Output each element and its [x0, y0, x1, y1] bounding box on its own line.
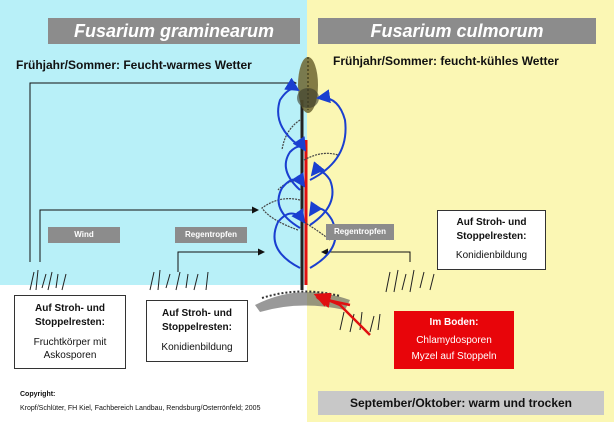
soil-infection-arrows [313, 292, 371, 336]
right-conidia-text: Konidienbildung [455, 250, 528, 261]
copyright-label: Copyright: [20, 391, 56, 398]
soil-info-box: Im Boden: Chlamydosporen Myzel auf Stopp… [394, 311, 514, 369]
soil-line-2: Myzel auf Stoppeln [411, 351, 497, 362]
ascospore-heading-2: Stoppelresten: [34, 317, 105, 328]
wind-label: Wind [48, 227, 120, 243]
stubble-soil [339, 311, 381, 333]
left-rain-label: Regentropfen [175, 227, 247, 243]
splash-dispersal-arrows [273, 77, 347, 269]
right-conidia-info-box: Auf Stroh- und Stoppelresten: Konidienbi… [437, 210, 546, 270]
wheat-ear [297, 57, 319, 113]
left-rain-arrow [177, 248, 265, 272]
right-rain-label: Regentropfen [326, 224, 394, 240]
left-season-label: Frühjahr/Sommer: Feucht-warmes Wetter [16, 58, 252, 72]
ascospore-info-box: Auf Stroh- und Stoppelresten: Fruchtkörp… [14, 295, 126, 369]
ascospore-arrow-to-ear [29, 79, 297, 262]
wind-arrow [39, 206, 259, 262]
soil-heading: Im Boden: [429, 317, 479, 328]
stubble-right [385, 269, 435, 293]
left-title: Fusarium graminearum [48, 18, 300, 44]
stubble-left [29, 269, 67, 291]
right-rain-arrow [321, 248, 411, 262]
ascospore-text-1: Fruchtkörper mit [33, 337, 107, 348]
left-conidia-heading-1: Auf Stroh- und [162, 308, 232, 319]
left-conidia-info-box: Auf Stroh- und Stoppelresten: Konidienbi… [146, 300, 248, 362]
soil-line-1: Chlamydosporen [416, 335, 492, 346]
left-conidia-text: Konidienbildung [161, 342, 233, 353]
copyright-text: Kropf/Schlüter, FH Kiel, Fachbereich Lan… [20, 405, 261, 412]
right-conidia-heading-1: Auf Stroh- und [456, 217, 527, 228]
ascospore-text-2: Askosporen [43, 350, 97, 361]
left-conidia-heading-2: Stoppelresten: [161, 322, 232, 333]
stubble-center-left [149, 269, 209, 291]
right-season-label: Frühjahr/Sommer: feucht-kühles Wetter [333, 54, 559, 68]
right-conidia-heading-2: Stoppelresten: [456, 231, 527, 242]
autumn-season-label: September/Oktober: warm und trocken [318, 391, 604, 415]
plant-leaves [261, 119, 339, 241]
right-title: Fusarium culmorum [318, 18, 596, 44]
ascospore-heading-1: Auf Stroh- und [35, 303, 105, 314]
